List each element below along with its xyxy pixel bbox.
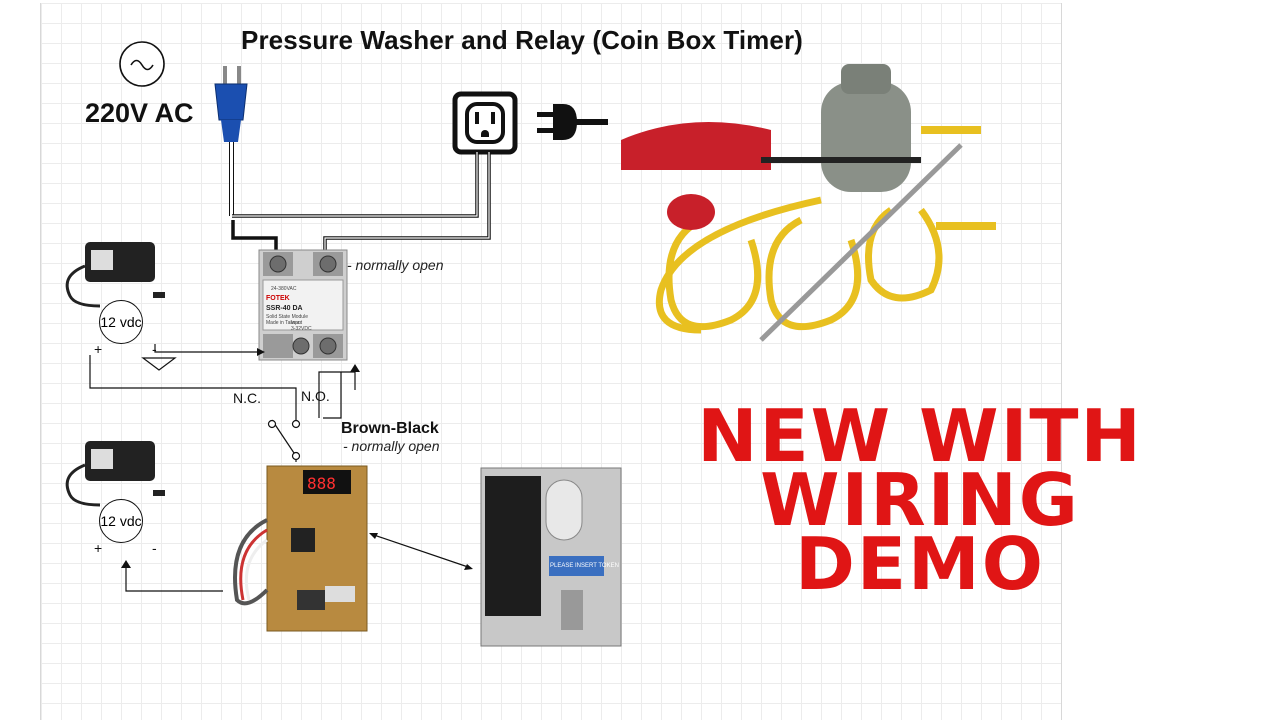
data-link-arrow: [370, 533, 472, 569]
solid-state-relay: [258, 249, 348, 361]
adapter-bottom-plus: +: [94, 540, 103, 556]
promo-line-2: WIRING DEMO: [760, 458, 1080, 606]
power-label: 220V AC: [85, 98, 194, 128]
relay-input-rating: 3-32VDC: [291, 326, 312, 332]
wall-outlet-icon: [452, 91, 518, 155]
relay-load-rating: 24-380VAC: [271, 286, 297, 292]
relay-note: - normally open: [347, 257, 444, 273]
relay-input-label: Input: [291, 320, 303, 326]
adapter-bottom-label: 12 vdc: [99, 499, 143, 543]
timer-note: - normally open: [343, 438, 440, 454]
timer-wire-label: Brown-Black: [341, 420, 439, 437]
relay-model: SSR-40 DA: [266, 305, 303, 312]
svg-text:888: 888: [307, 474, 336, 493]
power-plug-icon: [214, 66, 248, 216]
ground-wire: [141, 344, 263, 371]
timer-power-wire: [125, 564, 223, 592]
power-adapter-top: [65, 242, 165, 308]
switch-nc-label: N.C.: [233, 390, 261, 406]
coin-acceptor: [480, 467, 622, 647]
diagram-canvas: 888: [40, 3, 1062, 720]
promo-line-1: NEW WITH: [697, 394, 1143, 478]
pump-plug-icon: [537, 104, 608, 140]
coin-acceptor-label: PLEASE INSERT TOKEN: [550, 563, 619, 569]
relay-subtitle: Solid State Module: [266, 314, 308, 320]
pressure-washer-image: [621, 64, 996, 342]
adapter-top-minus: -: [152, 341, 157, 357]
switch-no-label: N.O.: [301, 388, 330, 404]
ac-wires: [231, 152, 491, 258]
relay-made-in: Made in Taiwan: [266, 320, 301, 326]
ac-source-icon: [119, 41, 165, 87]
power-adapter-bottom: [65, 441, 165, 507]
adapter-bottom-minus: -: [152, 540, 157, 556]
adapter-top-label: 12 vdc: [99, 300, 143, 344]
diagram-title: Pressure Washer and Relay (Coin Box Time…: [241, 25, 803, 55]
relay-brand: FOTEK: [266, 295, 290, 302]
adapter-top-plus: +: [94, 341, 103, 357]
switch-wiring: [89, 355, 356, 462]
wiring-diagram: 888: [65, 41, 996, 647]
promo-banner: NEW WITH WIRING DEMO: [640, 394, 1200, 606]
coin-timer-board: 888: [233, 465, 368, 632]
